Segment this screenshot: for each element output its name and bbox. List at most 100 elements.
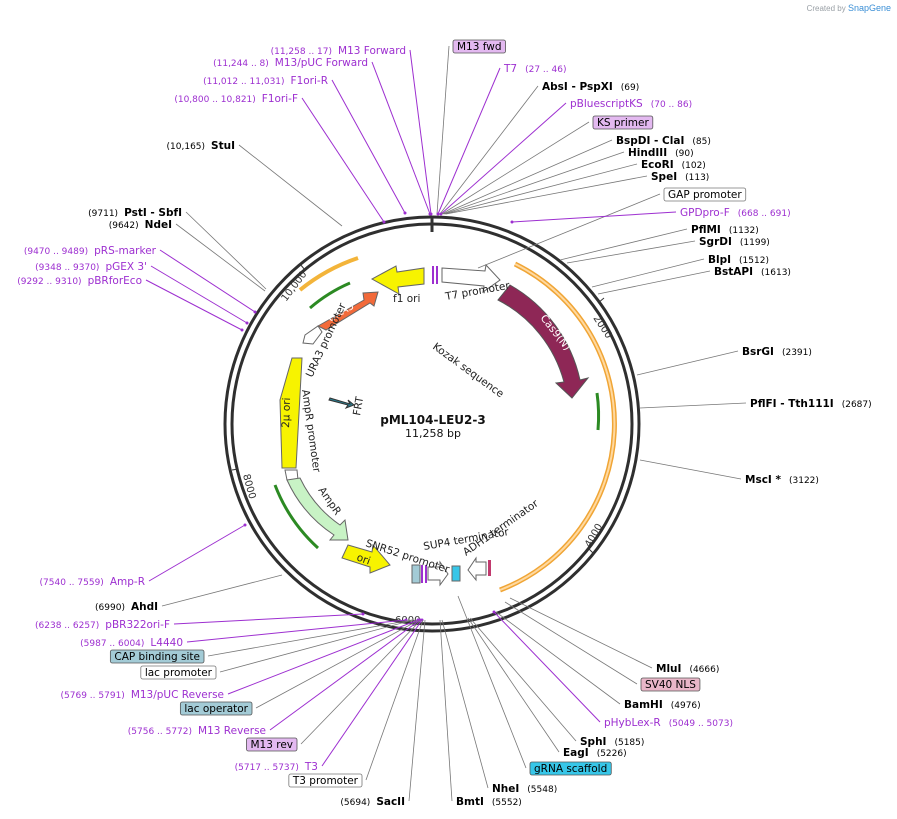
primer-l4440-leader [186, 619, 407, 643]
enzyme-pflmi-leader [559, 228, 688, 261]
enzyme-msci: MscI *(3122) [745, 474, 819, 486]
primer-m13-puc-reverse-leader [227, 619, 419, 695]
primer-f1ori-f: (10,800 .. 10,821)F1ori-F [174, 93, 298, 105]
primer-pbluescriptks: pBluescriptKS(70 .. 86) [570, 98, 692, 110]
primer-pgex-3-leader [150, 265, 248, 324]
feature-cap-binding-site-label: CAP binding site [114, 651, 200, 663]
enzyme-ndei: (9642)NdeI [109, 219, 172, 231]
adh1-arrow [467, 556, 487, 582]
enzyme-psti-sbfi-label: (9711)PstI - SbfI [88, 207, 182, 219]
2mu-ori-arrow [279, 357, 303, 469]
enzyme-bmti: BmtI(5552) [456, 796, 522, 808]
enzyme-sphi: SphI(5185) [580, 736, 644, 748]
primer-t3-label: (5717 .. 5737)T3 [235, 761, 318, 773]
grna-box [451, 565, 461, 582]
inner-features [279, 263, 590, 587]
cas9-arrow [497, 284, 590, 399]
primer-pbr322ori-f: (6238 .. 6257)pBR322ori-F [35, 619, 170, 631]
ura3-promoter-arrow [302, 325, 323, 345]
enzyme-bsrgi: BsrGI(2391) [742, 346, 812, 358]
enzyme-eagi: EagI(5226) [563, 747, 627, 759]
enzyme-ndei-label: (9642)NdeI [109, 219, 172, 231]
feature-m13-rev-label: M13 rev [250, 739, 293, 751]
feature-sv40-nls: SV40 NLS [640, 677, 701, 692]
enzyme-pflfi-tth111i-label: PflFI - Tth111I(2687) [750, 398, 872, 410]
enzyme-bmti-leader [439, 619, 453, 802]
primer-pbrforeco-leader [145, 279, 243, 331]
feature-grna-scaffold-label: gRNA scaffold [534, 763, 607, 775]
feature-grna-scaffold: gRNA scaffold [529, 761, 612, 776]
primer-pbrforeco-marker [240, 328, 244, 332]
feature-ks-primer-label: KS primer [597, 117, 649, 129]
enzyme-stui: (10,165)StuI [167, 140, 235, 152]
enzyme-bspdi-clai-label: BspDI - ClaI(85) [616, 135, 711, 147]
primer-prs-marker-marker [253, 310, 257, 314]
primer-t3-leader [321, 619, 423, 767]
snapgene-credit: Created by SnapGene [807, 3, 891, 13]
sup4-arrow [427, 560, 449, 587]
primer-pgex-3-marker [245, 321, 249, 325]
primer-m13-puc-forward-leader [371, 61, 431, 215]
primer-m13-reverse: (5756 .. 5772)M13 Reverse [128, 725, 266, 737]
purple-bar-2 [436, 266, 438, 284]
primer-m13-reverse-leader [269, 619, 421, 731]
feature-m13-fwd: M13 fwd [452, 39, 506, 54]
feature-m13-rev-leader [300, 619, 422, 745]
primer-m13-puc-reverse: (5769 .. 5791)M13/pUC Reverse [61, 689, 224, 701]
enzyme-sacii: (5694)SacII [340, 796, 405, 808]
primer-gpdpro-f-marker [510, 220, 514, 224]
enzyme-blpi-leader [591, 258, 705, 288]
primer-pbluescriptks-label: pBluescriptKS(70 .. 86) [570, 98, 692, 110]
primer-gpdpro-f-leader [511, 211, 677, 223]
enzyme-bsrgi-label: BsrGI(2391) [742, 346, 812, 358]
primer-m13-forward-label: (11,258 .. 17)M13 Forward [271, 45, 406, 57]
enzyme-bstapi: BstAPI(1613) [714, 266, 791, 278]
green-arc-right [595, 392, 601, 431]
enzyme-sphi-leader [469, 617, 577, 742]
enzyme-eagi-label: EagI(5226) [563, 747, 627, 759]
enzyme-spei-label: SpeI(113) [651, 171, 709, 183]
label-frt: FRT [351, 395, 366, 416]
enzyme-sacii-label: (5694)SacII [340, 796, 405, 808]
label-2mu-ori: 2μ ori [280, 397, 293, 428]
enzyme-bmti-label: BmtI(5552) [456, 796, 522, 808]
feature-gap-promoter-leader [477, 193, 661, 269]
feature-t3-promoter: T3 promoter [288, 773, 363, 788]
feature-m13-fwd-label: M13 fwd [457, 41, 502, 53]
outer-feature-arcs [273, 256, 617, 593]
primer-t7-label: T7(27 .. 46) [503, 63, 566, 75]
snapgene-logo: SnapGene [847, 3, 891, 13]
enzyme-eagi-leader [467, 617, 560, 753]
label-kozak-sequence: Kozak sequence [430, 341, 506, 401]
enzyme-stui-label: (10,165)StuI [167, 140, 235, 152]
feature-lac-promoter-label: lac promoter [145, 667, 213, 679]
enzyme-mlui: MluI(4666) [656, 663, 719, 675]
primer-pgex-3: (9348 .. 9370)pGEX 3' [35, 261, 147, 273]
f1-ori-arrow [370, 265, 425, 295]
enzyme-absi-pspxi-leader [439, 85, 539, 215]
label-ori: ori [355, 552, 372, 568]
feature-t3-promoter-label: T3 promoter [292, 775, 359, 787]
primer-amp-r-leader [148, 524, 246, 582]
plasmid-name: pML104-LEU2-3 [380, 413, 485, 427]
primer-t7: T7(27 .. 46) [503, 63, 566, 75]
primer-pbr322ori-f-leader [173, 613, 364, 625]
primer-f1ori-f-label: (10,800 .. 10,821)F1ori-F [174, 93, 298, 105]
enzyme-ecori-leader [444, 163, 638, 215]
enzyme-spei-leader [445, 175, 648, 215]
primer-prs-marker: (9470 .. 9489)pRS-marker [24, 245, 157, 257]
enzyme-pflmi-label: PflMI(1132) [691, 224, 759, 236]
primer-t3: (5717 .. 5737)T3 [235, 761, 318, 773]
feature-gap-promoter-box [663, 187, 747, 202]
annotation-leader-lines [145, 45, 747, 802]
enzyme-hindiii-leader [443, 151, 625, 215]
enzyme-msci-leader [639, 459, 742, 480]
feature-grna-scaffold-leader [457, 595, 527, 769]
enzyme-sacii-leader [408, 619, 426, 802]
enzyme-ecori: EcoRI(102) [641, 159, 706, 171]
enzyme-sgrdi-label: SgrDI(1199) [699, 236, 770, 248]
enzyme-blpi-label: BlpI(1512) [708, 254, 769, 266]
feature-lac-operator-label: lac operator [184, 703, 248, 715]
feature-cap-binding-site: CAP binding site [109, 649, 205, 664]
t7-promoter-arrow [441, 263, 501, 294]
